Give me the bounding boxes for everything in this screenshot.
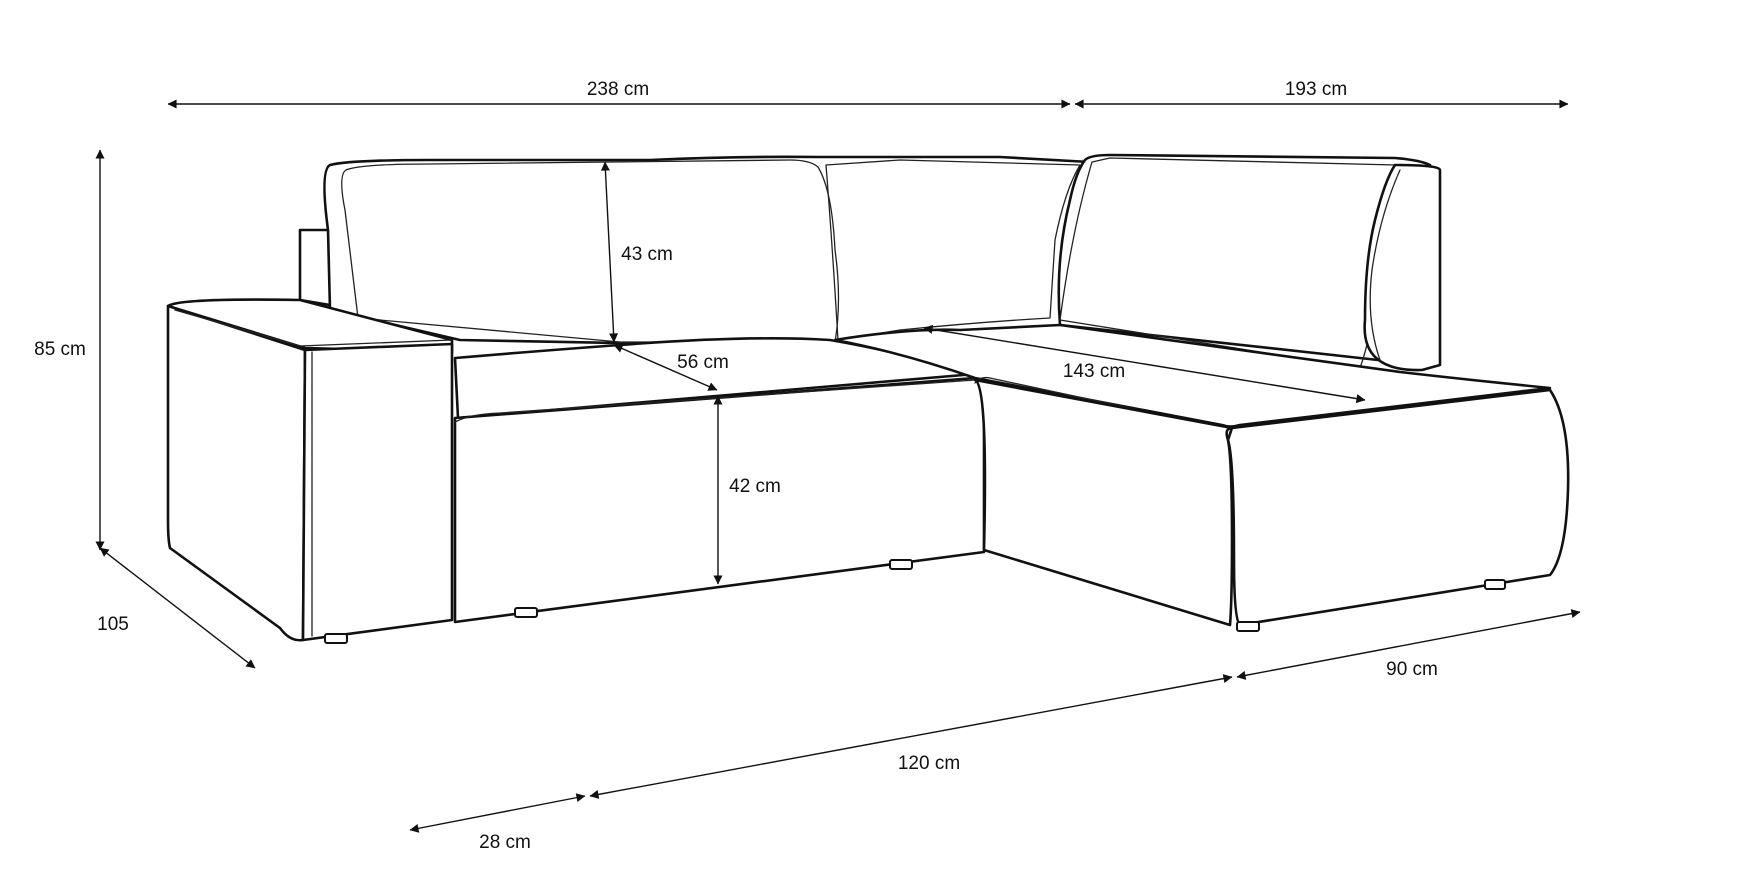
main-back-cushion-right [825,159,1081,341]
label-width-chaise: 193 cm [1285,79,1347,100]
left-armrest-side [166,304,307,642]
dim-line-seat-depth [613,344,718,391]
dim-line-armrest-width [409,793,586,833]
dim-line-seat-width [589,674,1233,799]
dim-line-depth-total [99,547,256,669]
label-seat-width: 120 cm [898,753,960,774]
label-chaise-width: 90 cm [1386,659,1438,680]
label-armrest-width: 28 cm [479,832,531,853]
foot-4 [1236,621,1260,632]
label-depth-total: 105 [97,614,129,635]
chaise-right-armrest-inner [1369,169,1401,361]
foot-2 [514,607,538,618]
dim-line-chaise-length [923,324,1366,404]
main-backrest-frame [323,155,1092,354]
main-seat-piping [454,379,976,423]
dim-line-chaise-width [1236,609,1581,680]
label-seat-height: 42 cm [729,476,781,497]
main-seat-front [453,376,986,624]
dimension-labels: 238 cm 193 cm 85 cm 105 43 cm 56 cm 42 c… [34,79,1438,853]
left-armrest-front [301,342,454,642]
foot-1 [324,633,348,644]
left-armrest-piping [174,309,453,637]
dimension-lines [95,99,1581,833]
label-height-total: 85 cm [34,339,86,360]
left-armrest-back-strip [298,228,332,307]
foot-3 [889,559,913,570]
main-back-cushion-left [341,159,840,343]
label-seat-depth: 56 cm [677,352,729,373]
label-width-main: 238 cm [587,79,649,100]
label-chaise-length: 143 cm [1063,361,1125,382]
chaise-end-block [1226,388,1570,627]
chaise-front-block [973,378,1234,627]
label-backrest-height: 43 cm [621,244,673,265]
dim-line-backrest-height [600,161,619,343]
foot-5 [1484,579,1506,590]
